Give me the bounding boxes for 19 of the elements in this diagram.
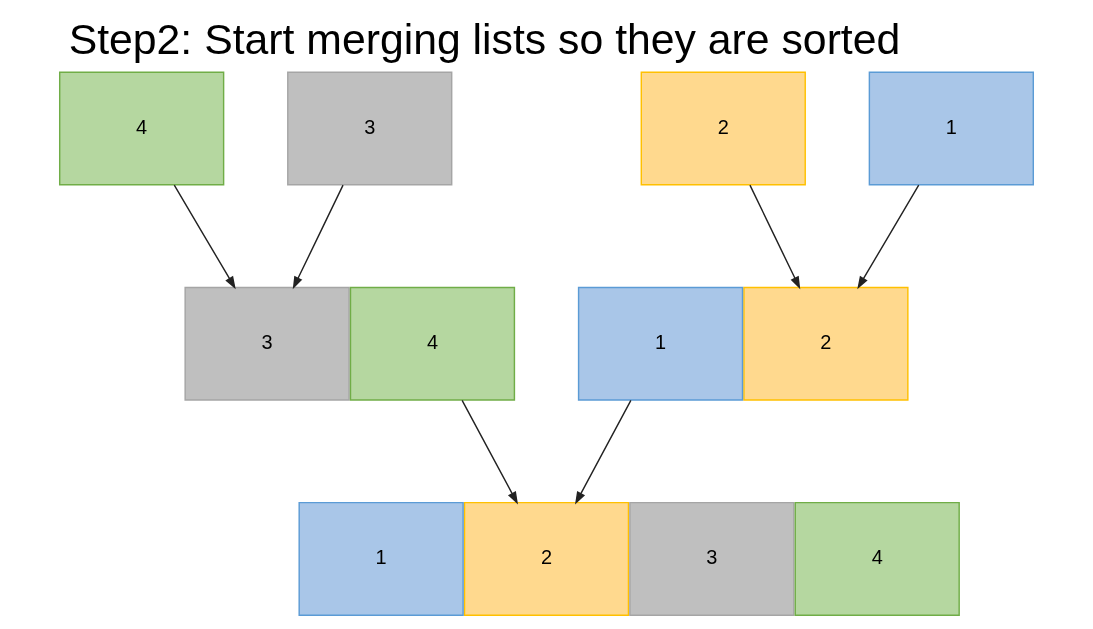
node-box: 4 <box>794 501 960 616</box>
node-box: 2 <box>463 501 630 616</box>
node-box: 4 <box>59 71 225 186</box>
arrow <box>749 184 801 290</box>
node-box: 1 <box>577 286 744 401</box>
arrow <box>461 399 518 505</box>
node-box: 1 <box>298 501 464 616</box>
arrow <box>292 184 344 290</box>
node-box: 4 <box>349 286 516 401</box>
node-box: 1 <box>868 71 1034 186</box>
node-box: 2 <box>743 286 909 401</box>
node-box: 3 <box>184 286 350 401</box>
node-box: 3 <box>629 501 795 616</box>
arrow <box>173 184 236 290</box>
arrow <box>857 184 920 290</box>
node-box: 3 <box>287 71 453 186</box>
arrow <box>575 399 632 505</box>
diagram-title: Step2: Start merging lists so they are sorted <box>68 14 901 63</box>
node-box: 2 <box>640 71 806 186</box>
